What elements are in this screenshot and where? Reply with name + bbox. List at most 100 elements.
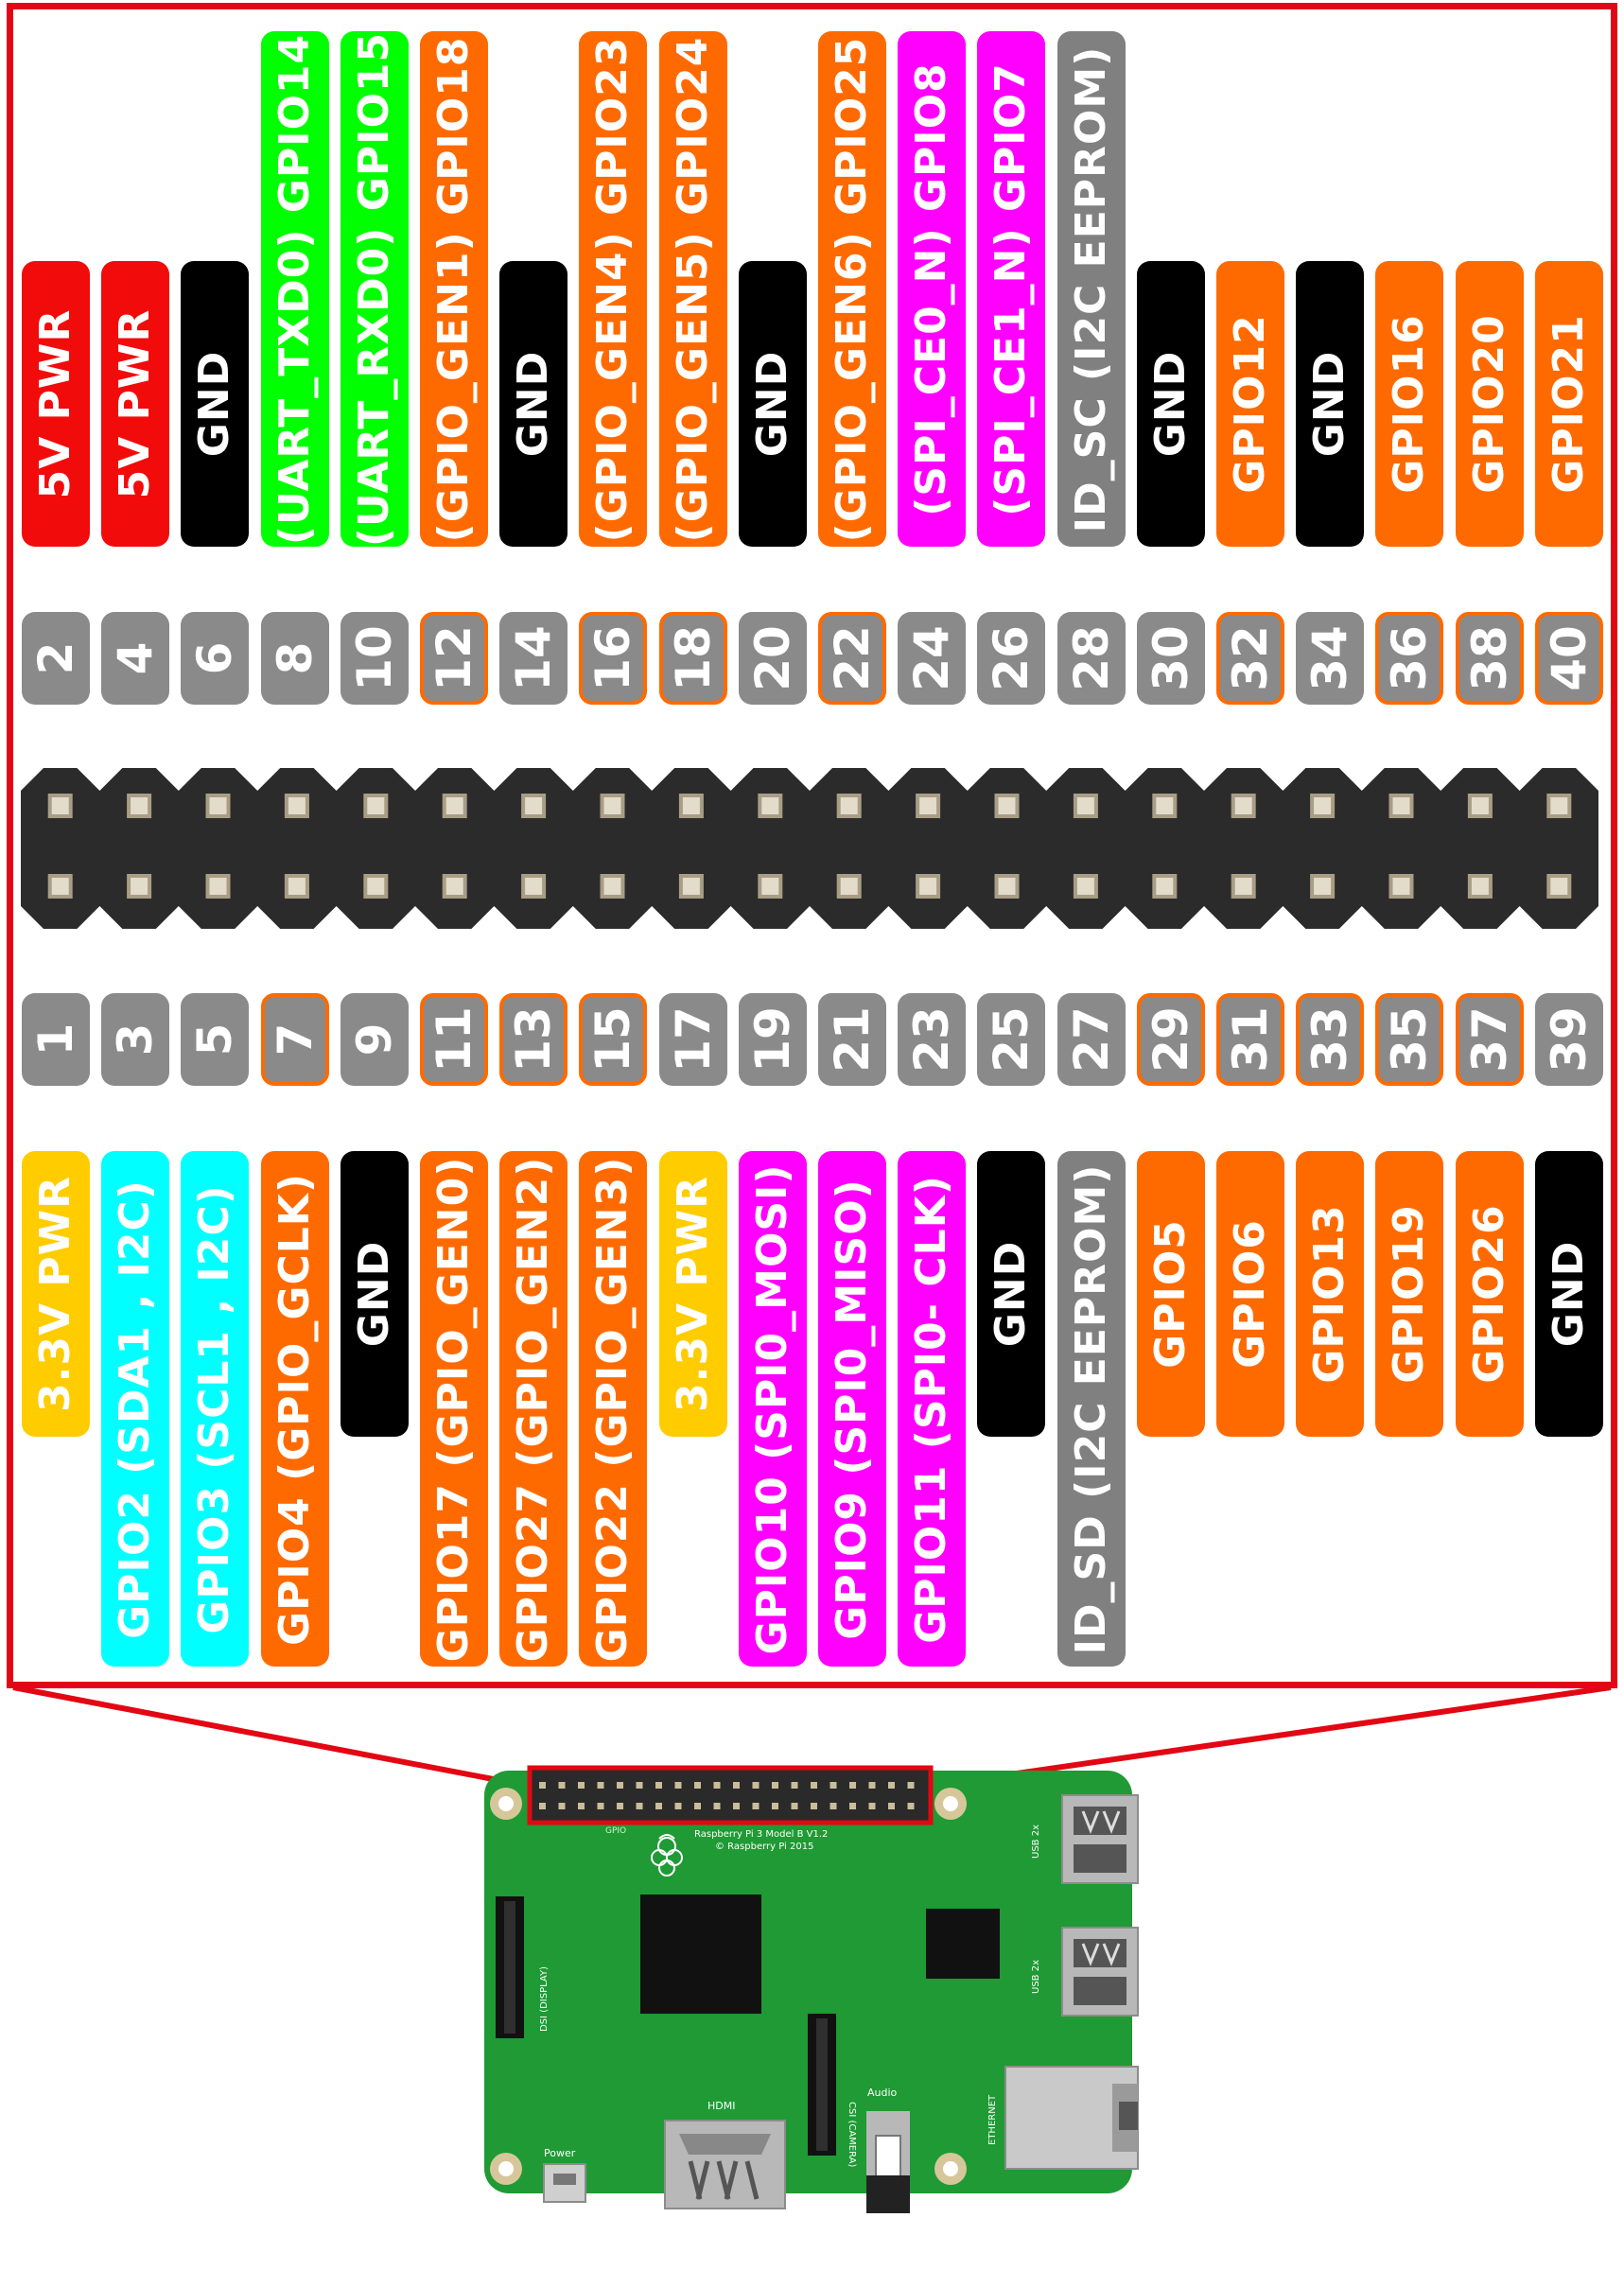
pin-label-37: GPIO26 xyxy=(1455,1151,1524,1437)
pin-number-text: 25 xyxy=(984,1006,1039,1073)
pin-number-7: 7 xyxy=(260,993,329,1086)
board-header-pin xyxy=(907,1782,915,1789)
board-header-pin xyxy=(597,1782,604,1789)
pin-number-text: 3 xyxy=(108,1022,164,1056)
pin-number-15: 15 xyxy=(579,993,648,1086)
pin-number-16: 16 xyxy=(579,612,648,705)
hdmi-label: HDMI xyxy=(707,2100,735,2112)
mounting-hole xyxy=(934,2153,967,2185)
board-header-pin xyxy=(829,1782,837,1789)
pin-number-text: 33 xyxy=(1302,1006,1358,1073)
pin-number-text: 32 xyxy=(1223,625,1278,691)
board-header-pin xyxy=(655,1803,662,1809)
header-pin-face xyxy=(1234,797,1252,814)
header-pin-face xyxy=(367,797,385,814)
pin-label-5: GPIO3 (SCL1 , I2C) xyxy=(181,1151,250,1667)
pin-number-36: 36 xyxy=(1375,612,1444,705)
board-header-pin xyxy=(772,1782,778,1789)
pin-number-text: 24 xyxy=(904,625,960,691)
board-header-pin xyxy=(791,1803,798,1809)
mounting-hole xyxy=(490,2153,522,2185)
header-pin-face xyxy=(682,878,700,895)
header-pin-face xyxy=(1314,797,1332,814)
board-header-pin xyxy=(733,1803,740,1809)
header-pin-face xyxy=(1471,797,1489,814)
header-pin-face xyxy=(209,878,227,895)
pin-number-text: 11 xyxy=(427,1006,481,1073)
pin-label-text: GPIO20 xyxy=(1464,314,1513,494)
board-gpio-header xyxy=(527,1765,934,1825)
pin-label-3: GPIO2 (SDA1 , I2C) xyxy=(101,1151,170,1667)
pin-label-text: (UART_TXD0) GPIO14 xyxy=(270,33,319,545)
header-body xyxy=(21,768,1598,929)
pin-label-text: GPIO11 (SPI0- CLK) xyxy=(907,1174,956,1644)
pin-label-text: GND xyxy=(1305,350,1354,458)
pin-number-text: 36 xyxy=(1382,625,1438,691)
board-header-pin xyxy=(617,1803,623,1809)
pin-number-11: 11 xyxy=(420,993,488,1086)
pin-label-text: GPIO10 (SPI0_MOSI) xyxy=(747,1162,796,1655)
pin-label-12: (GPIO_GEN1) GPIO18 xyxy=(420,31,488,547)
pin-number-text: 5 xyxy=(187,1022,243,1056)
pin-label-39: GND xyxy=(1534,1151,1603,1437)
header-pin-face xyxy=(131,878,148,895)
csi-label: CSI (CAMERA) xyxy=(847,2102,857,2168)
pin-number-text: 31 xyxy=(1223,1006,1278,1073)
pin-label-text: GPIO22 (GPIO_GEN3) xyxy=(588,1156,637,1662)
board-header-pin xyxy=(539,1803,546,1809)
pin-label-text: GND xyxy=(1544,1240,1593,1348)
board-header-pin xyxy=(636,1782,643,1789)
header-pin-face xyxy=(288,797,306,814)
pin-label-24: (SPI_CE0_N) GPIO8 xyxy=(898,31,967,547)
pin-number-text: 14 xyxy=(506,625,562,691)
pin-label-1: 3.3V PWR xyxy=(22,1151,90,1437)
pin-label-11: GPIO17 (GPIO_GEN0) xyxy=(420,1151,488,1667)
dsi-label: DSI (DISPLAY) xyxy=(539,1966,550,2032)
pin-label-36: GPIO16 xyxy=(1375,261,1444,547)
pin-number-text: 34 xyxy=(1302,625,1358,691)
pin-label-13: GPIO27 (GPIO_GEN2) xyxy=(499,1151,568,1667)
header-pin-face xyxy=(445,878,463,895)
pin-number-21: 21 xyxy=(818,993,886,1086)
mounting-hole xyxy=(934,1788,967,1820)
header-pin-face xyxy=(1392,797,1410,814)
header-pin-face xyxy=(761,878,779,895)
pin-label-6: GND xyxy=(181,261,250,547)
pin-number-text: 21 xyxy=(825,1006,880,1073)
pin-label-29: GPIO5 xyxy=(1136,1151,1205,1437)
pin-number-text: 20 xyxy=(744,625,800,691)
pin-number-27: 27 xyxy=(1056,993,1126,1086)
header-pin-face xyxy=(1550,797,1568,814)
header-pin-face xyxy=(51,797,69,814)
header-pin-face xyxy=(1076,797,1094,814)
power-label: Power xyxy=(544,2147,576,2159)
header-pin-face xyxy=(131,797,148,814)
pin-number-text: 13 xyxy=(506,1006,562,1073)
board-header-pin xyxy=(849,1803,856,1809)
pin-number-10: 10 xyxy=(340,612,409,705)
board-header-pin xyxy=(791,1782,798,1789)
board-header-pin xyxy=(868,1782,876,1789)
board-header-pin xyxy=(772,1803,778,1809)
pin-label-text: GPIO9 (SPI0_MISO) xyxy=(828,1178,876,1640)
header-pin-face xyxy=(682,797,700,814)
board-header-pin xyxy=(811,1803,817,1809)
pin-label-28: ID_SC (I2C EEPROM) xyxy=(1056,31,1126,547)
pin-number-text: 38 xyxy=(1461,625,1517,691)
board-header-pin xyxy=(888,1782,895,1789)
board-model-text: Raspberry Pi 3 Model B V1.2 xyxy=(694,1829,828,1840)
header-pin-face xyxy=(1156,797,1174,814)
pin-label-14: GND xyxy=(499,261,568,547)
pin-number-text: 37 xyxy=(1461,1006,1517,1073)
pin-number-13: 13 xyxy=(499,993,568,1086)
pin-label-text: GPIO3 (SCL1 , I2C) xyxy=(190,1183,239,1634)
board-header-pin xyxy=(888,1803,895,1809)
header-pin-face xyxy=(1550,878,1568,895)
board-header-pin xyxy=(558,1803,566,1809)
pin-label-text: GPIO21 xyxy=(1544,314,1593,494)
board-header-pin xyxy=(655,1782,662,1789)
header-pin-face xyxy=(288,878,306,895)
usb-label-2: USB 2x xyxy=(1031,1960,1041,1994)
pin-number-text: 26 xyxy=(984,625,1039,691)
pin-label-32: GPIO12 xyxy=(1216,261,1284,547)
